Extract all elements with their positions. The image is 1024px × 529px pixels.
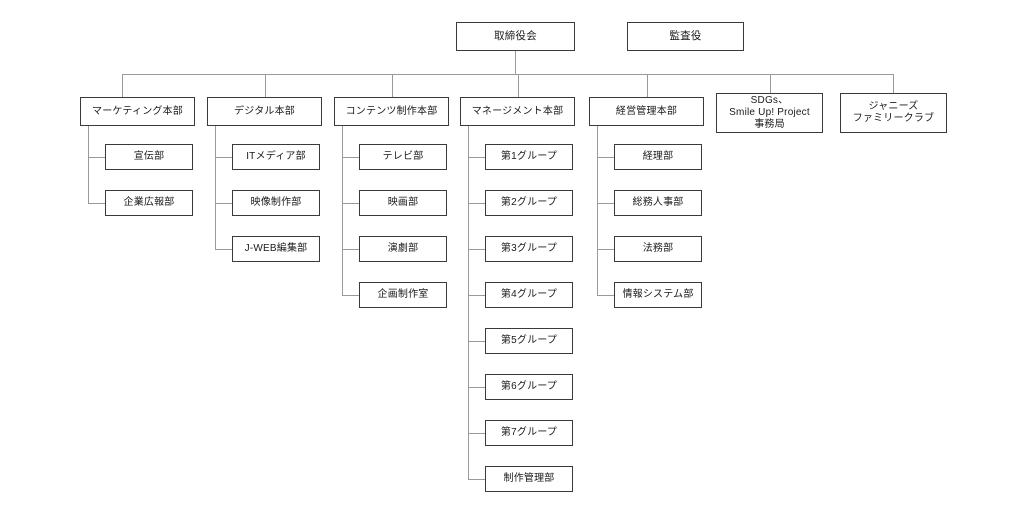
node-corporate-legal: 法務部: [614, 236, 702, 262]
node-corporate-general-affairs-hr: 総務人事部: [614, 190, 702, 216]
node-management: マネージメント本部: [460, 97, 575, 126]
node-management-group-2-label: 第2グループ: [500, 197, 558, 209]
node-corporate-accounting-label: 経理部: [642, 151, 674, 163]
node-management-group-3-label: 第3グループ: [500, 243, 558, 255]
node-content-tv-label: テレビ部: [382, 151, 424, 163]
drop-johnnys-family-club: [893, 74, 894, 93]
node-content-tv: テレビ部: [359, 144, 447, 170]
spine-marketing: [88, 126, 89, 203]
stub-management-group-3: [468, 249, 485, 250]
stub-content-theater: [342, 249, 359, 250]
spine-management: [468, 126, 469, 479]
node-digital-label: デジタル本部: [234, 105, 295, 117]
node-management-group-5-label: 第5グループ: [500, 335, 558, 347]
stub-content-tv: [342, 157, 359, 158]
node-content-production: コンテンツ制作本部: [334, 97, 449, 126]
node-content-film-label: 映画部: [387, 197, 419, 209]
node-content-planning-studio: 企画制作室: [359, 282, 447, 308]
node-marketing: マーケティング本部: [80, 97, 195, 126]
node-auditor: 監査役: [627, 22, 744, 51]
node-digital-jweb-editorial-label: J-WEB編集部: [244, 243, 308, 255]
node-management-group-7-label: 第7グループ: [500, 427, 558, 439]
node-corporate-accounting: 経理部: [614, 144, 702, 170]
node-management-group-5: 第5グループ: [485, 328, 573, 354]
node-corporate-general-affairs-hr-label: 総務人事部: [632, 197, 684, 209]
node-marketing-corp-comm-label: 企業広報部: [123, 197, 175, 209]
stub-corporate-information-systems: [597, 295, 614, 296]
node-management-group-3: 第3グループ: [485, 236, 573, 262]
drop-management: [518, 74, 519, 97]
node-management-group-6-label: 第6グループ: [500, 381, 558, 393]
node-management-group-7: 第7グループ: [485, 420, 573, 446]
node-management-group-4-label: 第4グループ: [500, 289, 558, 301]
node-corporate-admin-label: 経営管理本部: [615, 105, 678, 117]
node-management-group-1: 第1グループ: [485, 144, 573, 170]
stub-marketing-pr: [88, 157, 105, 158]
node-marketing-pr-label: 宣伝部: [133, 151, 165, 163]
stub-corporate-general-affairs-hr: [597, 203, 614, 204]
node-digital-it-media-label: ITメディア部: [246, 151, 306, 163]
node-management-group-4: 第4グループ: [485, 282, 573, 308]
node-content-theater: 演劇部: [359, 236, 447, 262]
node-sdgs-smile-up-label: SDGs、 Smile Up! Project 事務局: [729, 95, 810, 130]
stub-content-planning-studio: [342, 295, 359, 296]
stub-management-group-7: [468, 433, 485, 434]
stub-management-group-2: [468, 203, 485, 204]
spine-corporate-admin: [597, 126, 598, 295]
node-digital-jweb-editorial: J-WEB編集部: [232, 236, 320, 262]
board-stem: [515, 51, 516, 75]
division-bus: [122, 74, 893, 75]
stub-marketing-corp-comm: [88, 203, 105, 204]
stub-digital-jweb-editorial: [215, 249, 232, 250]
node-marketing-corp-comm: 企業広報部: [105, 190, 193, 216]
node-board-label: 取締役会: [494, 30, 537, 43]
stub-management-production-admin: [468, 479, 485, 480]
stub-management-group-4: [468, 295, 485, 296]
node-johnnys-family-club-label: ジャニーズ ファミリークラブ: [852, 101, 935, 124]
node-content-theater-label: 演劇部: [387, 243, 419, 255]
drop-corporate-admin: [647, 74, 648, 97]
node-marketing-label: マーケティング本部: [92, 105, 183, 117]
node-management-group-1-label: 第1グループ: [500, 151, 558, 163]
node-johnnys-family-club: ジャニーズ ファミリークラブ: [840, 93, 947, 133]
stub-content-film: [342, 203, 359, 204]
stub-corporate-accounting: [597, 157, 614, 158]
node-corporate-admin: 経営管理本部: [589, 97, 704, 126]
node-management-label: マネージメント本部: [471, 105, 564, 117]
stub-management-group-5: [468, 341, 485, 342]
spine-digital: [215, 126, 216, 249]
stub-management-group-1: [468, 157, 485, 158]
node-management-production-admin: 制作管理部: [485, 466, 573, 492]
node-management-group-6: 第6グループ: [485, 374, 573, 400]
node-content-planning-studio-label: 企画制作室: [377, 289, 429, 301]
stub-management-group-6: [468, 387, 485, 388]
node-corporate-legal-label: 法務部: [642, 243, 674, 255]
node-digital: デジタル本部: [207, 97, 322, 126]
stub-corporate-legal: [597, 249, 614, 250]
node-digital-video-production-label: 映像制作部: [250, 197, 302, 209]
node-content-production-label: コンテンツ制作本部: [345, 105, 438, 117]
drop-marketing: [122, 74, 123, 97]
node-corporate-information-systems-label: 情報システム部: [622, 289, 694, 301]
node-digital-video-production: 映像制作部: [232, 190, 320, 216]
spine-content-production: [342, 126, 343, 295]
drop-sdgs-smile-up: [770, 74, 771, 93]
node-auditor-label: 監査役: [669, 30, 702, 43]
node-board: 取締役会: [456, 22, 575, 51]
node-management-group-2: 第2グループ: [485, 190, 573, 216]
stub-digital-video-production: [215, 203, 232, 204]
node-digital-it-media: ITメディア部: [232, 144, 320, 170]
drop-digital: [265, 74, 266, 97]
node-sdgs-smile-up: SDGs、 Smile Up! Project 事務局: [716, 93, 823, 133]
node-marketing-pr: 宣伝部: [105, 144, 193, 170]
stub-digital-it-media: [215, 157, 232, 158]
node-content-film: 映画部: [359, 190, 447, 216]
drop-content-production: [392, 74, 393, 97]
node-corporate-information-systems: 情報システム部: [614, 282, 702, 308]
node-management-production-admin-label: 制作管理部: [503, 473, 555, 485]
